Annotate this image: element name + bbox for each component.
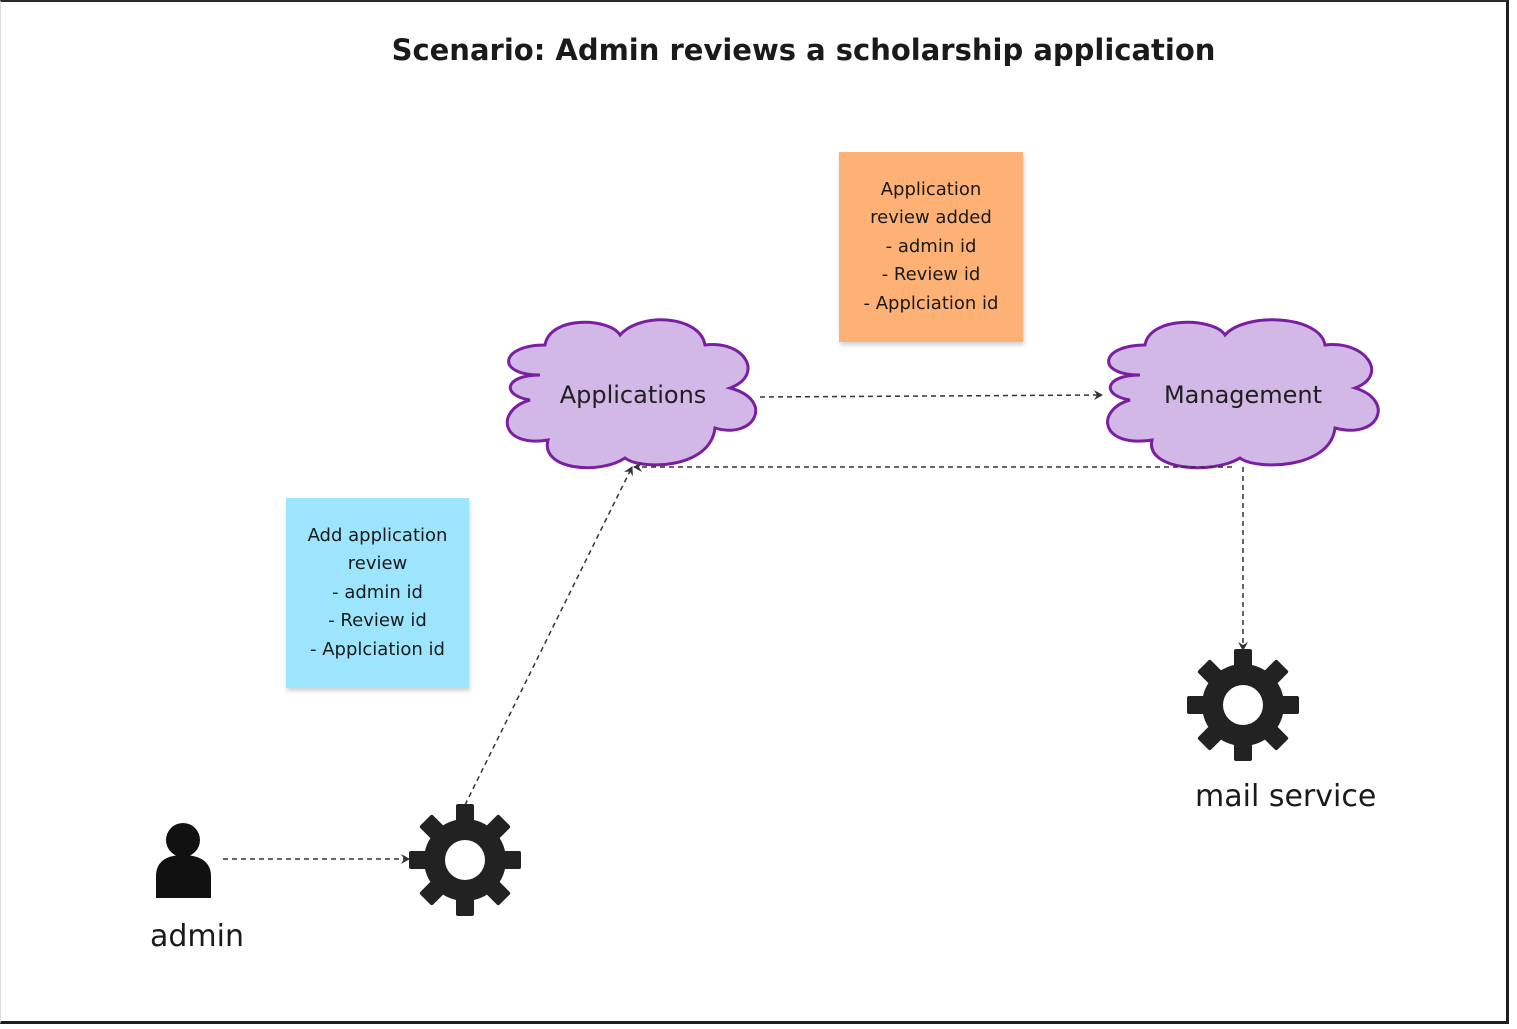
admin-label: admin xyxy=(150,919,244,954)
person-icon[interactable] xyxy=(156,823,211,898)
mail-service-label: mail service xyxy=(1195,779,1377,814)
management-cloud-shape xyxy=(1106,318,1380,470)
applications-cloud[interactable] xyxy=(505,318,758,470)
command-note-text: Add application review - admin id - Revi… xyxy=(307,524,448,660)
gear-icon[interactable] xyxy=(409,804,521,916)
applications-label: Applications xyxy=(559,381,707,409)
connector-applications-to-management xyxy=(759,390,1103,401)
command-sticky-note[interactable]: Add application review - admin id - Revi… xyxy=(286,498,469,688)
gear-icon[interactable] xyxy=(1187,649,1299,761)
diagram-title: Scenario: Admin reviews a scholarship ap… xyxy=(391,33,1216,67)
connector-processor-to-applications xyxy=(464,466,633,806)
applications-cloud-shape xyxy=(505,318,758,470)
management-label: Management xyxy=(1163,381,1323,409)
management-cloud[interactable] xyxy=(1106,318,1380,470)
event-sticky-note[interactable]: Application review added - admin id - Re… xyxy=(839,152,1023,342)
event-note-text: Application review added - admin id - Re… xyxy=(863,178,999,314)
